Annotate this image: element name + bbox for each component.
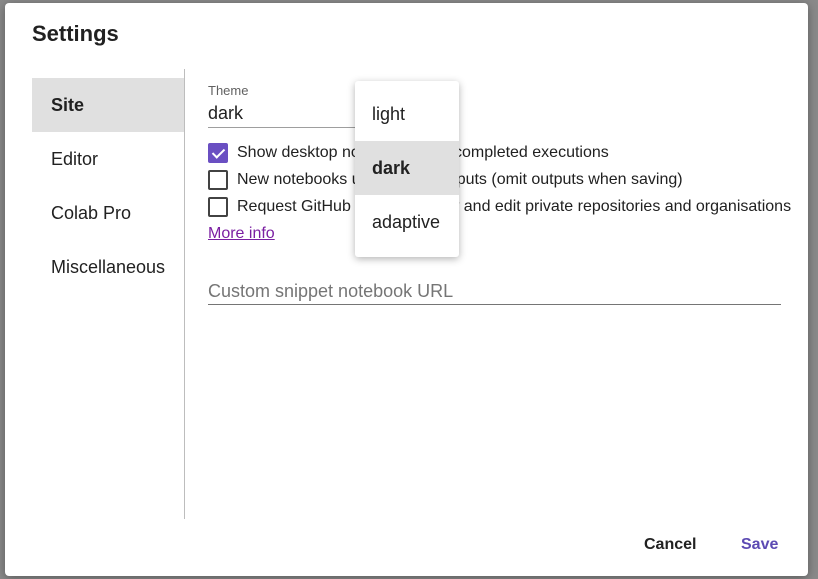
github-access-label: Request GitHub access to view and edit p… [237,198,792,215]
settings-sidebar: Site Editor Colab Pro Miscellaneous [32,78,184,294]
more-info-link[interactable]: More info [208,225,275,242]
private-outputs-checkbox[interactable] [208,170,228,190]
theme-select[interactable]: dark [208,103,358,128]
github-access-option: Request GitHub access to view and edit p… [208,196,791,218]
theme-option-light[interactable]: light [372,104,406,124]
sidebar-item-miscellaneous[interactable]: Miscellaneous [51,257,166,277]
snippet-url-input[interactable] [208,278,781,305]
sidebar-divider [184,69,185,519]
sidebar-item-colab-pro[interactable]: Colab Pro [51,203,132,223]
save-button[interactable]: Save [741,536,779,553]
private-outputs-option: New notebooks use private outputs (omit … [208,169,683,191]
theme-label: Theme [208,83,249,98]
notifications-checkbox[interactable] [208,143,228,163]
theme-option-adaptive[interactable]: adaptive [372,212,441,232]
settings-dialog: Settings Site Editor Colab Pro Miscellan… [5,3,808,576]
cancel-button[interactable]: Cancel [644,536,697,553]
private-outputs-label: New notebooks use private outputs (omit … [237,171,683,188]
sidebar-item-site[interactable]: Site [32,78,184,132]
theme-option-dark[interactable]: dark [355,141,459,195]
github-access-checkbox[interactable] [208,197,228,217]
theme-dropdown-menu: light dark adaptive [355,81,459,257]
sidebar-item-editor[interactable]: Editor [51,149,99,169]
dialog-title: Settings [32,21,119,46]
